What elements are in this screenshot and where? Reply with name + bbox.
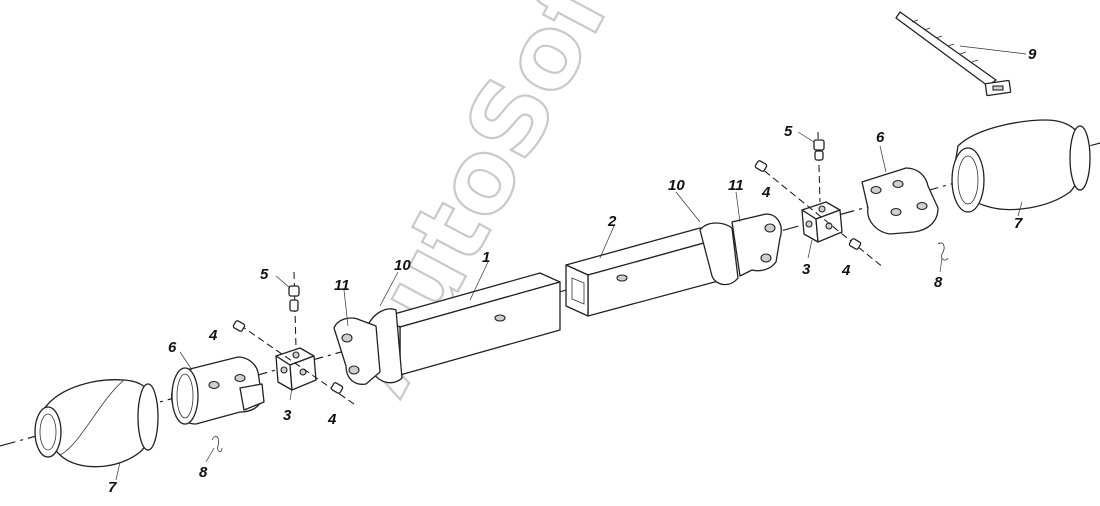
label-3-right: 3 <box>802 261 811 278</box>
label-3-left: 3 <box>283 407 292 424</box>
needle-cap-right-upper <box>754 160 768 172</box>
pin-vertical-right <box>813 139 825 161</box>
label-5-left: 5 <box>260 266 269 283</box>
tube-inner <box>565 227 723 317</box>
label-5-right: 5 <box>784 123 793 140</box>
label-7-left: 7 <box>108 479 117 496</box>
circlip-left <box>211 435 223 452</box>
cross-block-right <box>801 201 843 243</box>
needle-cap-left-lower <box>330 382 344 394</box>
label-10-left: 10 <box>394 257 411 274</box>
part-labels: 9 1 2 10 10 11 11 3 3 4 4 4 4 5 5 6 6 7 … <box>108 46 1037 496</box>
cable-tie <box>895 11 1012 97</box>
pin-line-right-diag <box>755 163 885 269</box>
label-9: 9 <box>1028 46 1037 63</box>
label-7-right: 7 <box>1014 215 1023 232</box>
boot-right <box>951 119 1091 213</box>
label-6-left: 6 <box>168 339 177 356</box>
label-8-left: 8 <box>199 464 208 481</box>
yoke-11-left <box>333 317 381 385</box>
label-2: 2 <box>607 213 617 230</box>
sleeve-10-right <box>699 222 739 286</box>
label-4-right-upper: 4 <box>761 184 771 201</box>
pin-vertical-left <box>288 285 300 312</box>
yoke-left <box>171 356 265 425</box>
cross-block-left <box>275 347 317 391</box>
boot-left <box>34 379 159 468</box>
label-11-left: 11 <box>334 277 350 294</box>
needle-cap-right-lower <box>848 238 862 250</box>
label-4-right-lower: 4 <box>841 262 851 279</box>
yoke-11-right <box>731 213 782 277</box>
label-4-left-upper: 4 <box>208 327 218 344</box>
yoke-right <box>861 167 939 235</box>
label-8-right: 8 <box>934 274 943 291</box>
circlip-right <box>937 242 949 261</box>
label-10-right: 10 <box>668 177 685 194</box>
label-4-left-lower: 4 <box>327 411 337 428</box>
label-11-right: 11 <box>728 177 744 194</box>
leader-lines <box>115 45 1027 481</box>
label-6-right: 6 <box>876 129 885 146</box>
label-1: 1 <box>482 249 490 266</box>
needle-cap-left-upper <box>232 320 246 332</box>
